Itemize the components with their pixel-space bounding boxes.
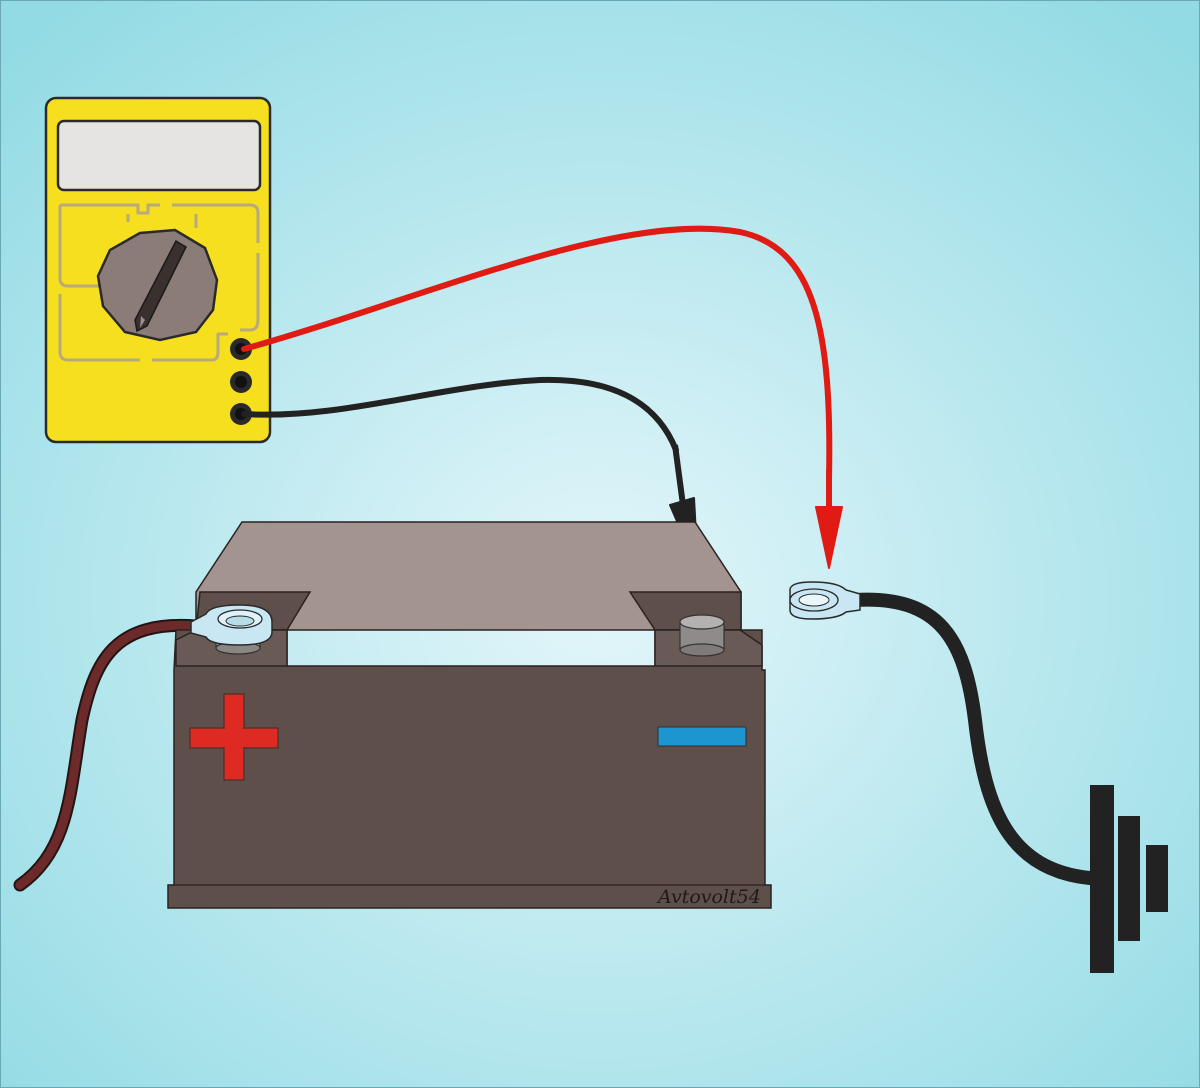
dial-pointer [134, 239, 187, 333]
port-middle[interactable] [230, 371, 252, 393]
positive-sign-icon [189, 693, 279, 781]
rotary-dial[interactable] [96, 228, 219, 342]
multimeter [44, 96, 272, 444]
red-test-lead [241, 225, 833, 483]
battery: + − Avtovolt54 [167, 521, 772, 909]
dial-pointer-tip [140, 316, 145, 328]
multimeter-display [56, 119, 262, 192]
positive-terminal[interactable] [190, 604, 273, 655]
negative-terminal[interactable] [679, 614, 725, 657]
ring-terminal-icon[interactable] [789, 581, 861, 620]
negative-sign-icon [657, 726, 747, 747]
black-lead-arrow-shaft [672, 444, 686, 506]
black-test-lead [241, 376, 679, 453]
positive-cable-core [15, 620, 201, 890]
battery-signature: Avtovolt54 [656, 886, 761, 908]
ground-cable [848, 592, 1097, 885]
ground-icon [1088, 785, 1168, 973]
multimeter-traces [58, 203, 260, 362]
battery-body [167, 629, 772, 909]
